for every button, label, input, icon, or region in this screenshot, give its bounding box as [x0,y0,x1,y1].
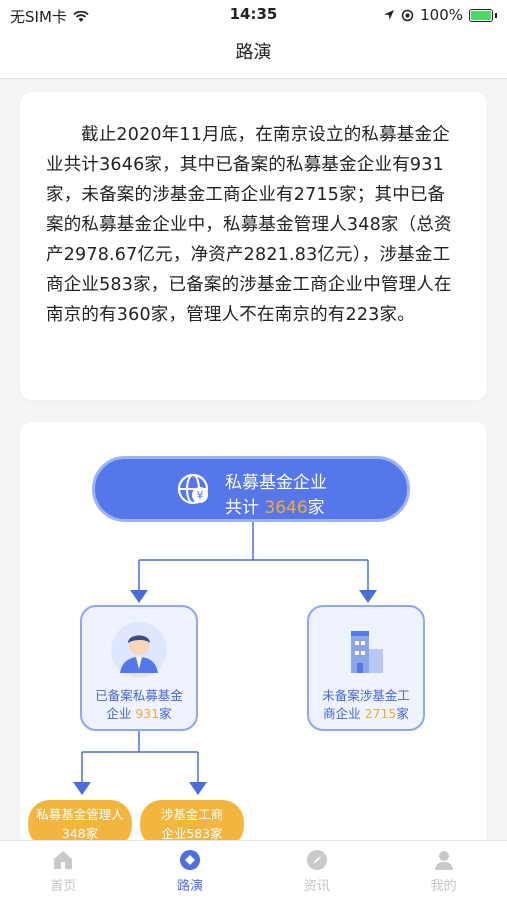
root-node-private-fund: ¥ 私募基金企业 共计 3646家 [92,456,410,522]
root-total-count: 3646 [264,498,308,518]
person-avatar-icon [111,622,167,678]
globe-yen-icon: ¥ [177,473,209,505]
battery-percent: 100% [420,6,463,24]
tab-mine[interactable]: 我的 [380,841,507,901]
tab-home-label: 首页 [50,879,77,894]
wifi-icon [73,10,89,22]
fund-structure-card: ¥ 私募基金企业 共计 3646家 已备案私募基金 企业 931家 [20,422,487,852]
clock: 14:35 [229,5,278,23]
status-bar: 无SIM卡 14:35 100% [0,0,507,30]
building-icon [351,631,383,673]
tab-roadshow[interactable]: 路演 [127,841,254,901]
tab-roadshow-label: 路演 [177,879,204,894]
location-icon [384,10,395,20]
leaf-business-line1: 涉基金工商 [160,807,224,822]
root-node-title: 私募基金企业 [225,473,327,493]
registered-label-line1: 已备案私募基金 [95,688,183,703]
root-total-prefix: 共计 [225,498,259,518]
carrier-label: 无SIM卡 [10,8,67,26]
tab-news[interactable]: 资讯 [254,841,381,901]
registered-count: 931 [135,706,160,721]
registered-label-prefix: 企业 [106,706,132,721]
svg-text:¥: ¥ [197,489,204,502]
registered-label: 已备案私募基金 企业 931家 [82,687,196,723]
node-registered-funds: 已备案私募基金 企业 931家 [80,605,198,731]
tab-news-label: 资讯 [303,879,330,894]
unregistered-suffix: 家 [396,706,409,721]
root-total-suffix: 家 [307,498,325,518]
unregistered-label: 未备案涉基金工 商企业 2715家 [309,687,423,723]
summary-text: 截止2020年11月底，在南京设立的私募基金企业共计3646家，其中已备案的私募… [46,125,452,325]
summary-card: 截止2020年11月底，在南京设立的私募基金企业共计3646家，其中已备案的私募… [20,92,487,400]
page-title: 路演 [235,42,272,63]
root-node-total: 共计 3646家 [225,493,325,518]
unregistered-count: 2715 [364,706,397,721]
compass-icon [306,850,327,870]
nav-bar: 路演 [0,30,507,79]
connector-lines [73,522,377,795]
leaf-business-line2: 企业583家 [161,826,223,841]
battery-icon [469,8,493,22]
leaf-managers-line1: 私募基金管理人 [36,807,124,822]
leaf-managers-line2: 348家 [61,826,99,841]
tab-bar: 首页 路演 资讯 我的 [0,840,507,901]
unregistered-label-prefix: 商企业 [323,706,361,721]
registered-suffix: 家 [159,706,172,721]
node-unregistered-companies: 未备案涉基金工 商企业 2715家 [307,605,425,731]
orientation-lock-icon [401,9,414,21]
roadshow-icon [180,850,201,870]
tab-mine-label: 我的 [430,879,457,894]
user-icon [434,851,453,870]
battery-tip [495,12,497,18]
unregistered-label-line1: 未备案涉基金工 [322,688,410,703]
tab-home[interactable]: 首页 [0,841,127,901]
home-icon [54,851,73,869]
